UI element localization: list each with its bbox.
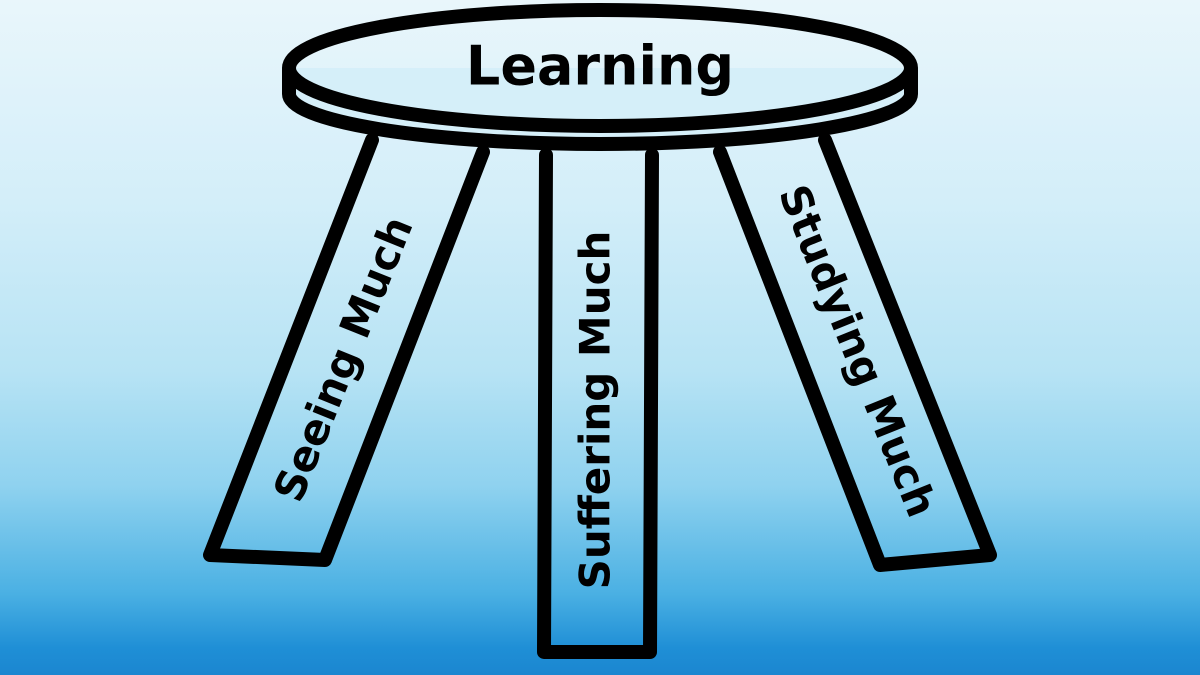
leg-left: Seeing Much: [203, 133, 490, 567]
leg-middle: Suffering Much: [537, 148, 659, 659]
seat: Learning: [282, 3, 918, 151]
seat-label: Learning: [466, 35, 734, 98]
leg-middle-label: Suffering Much: [571, 231, 620, 590]
leg-right: Studying Much: [713, 133, 997, 572]
